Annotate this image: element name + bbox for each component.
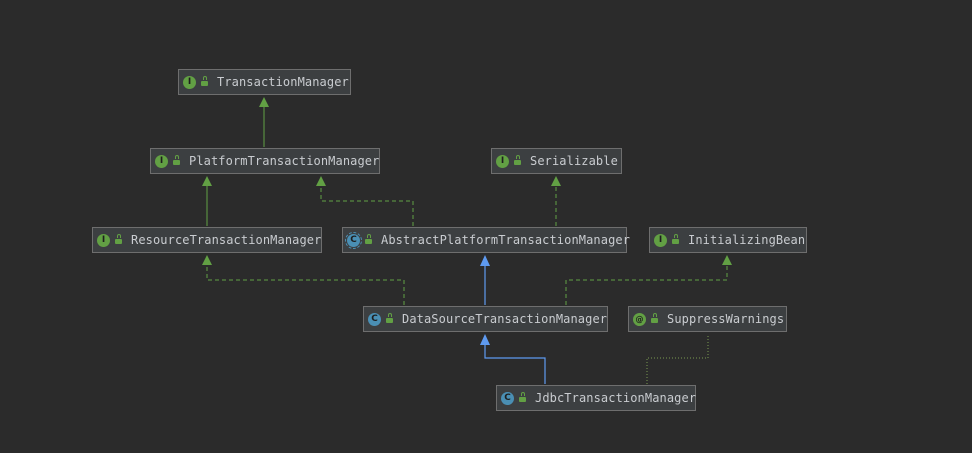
- arrowhead-serializable: [551, 176, 561, 186]
- lock-icon: [114, 234, 123, 244]
- arrowhead-datasource: [480, 334, 490, 345]
- interface-icon: I: [183, 75, 196, 89]
- lock-icon: [364, 234, 373, 244]
- arrowhead-platform-from-resource: [202, 176, 212, 186]
- node-label: SuppressWarnings: [667, 312, 785, 326]
- node-label: TransactionManager: [217, 75, 349, 89]
- arrowhead-initializing-bean: [722, 255, 732, 265]
- edge-datasource-to-resource: [206, 264, 405, 305]
- interface-icon: I: [496, 154, 509, 168]
- node-platform-transaction-manager[interactable]: I PlatformTransactionManager: [150, 148, 380, 174]
- class-icon: C: [501, 391, 514, 405]
- annotation-icon: @: [633, 312, 646, 326]
- interface-icon: I: [97, 233, 110, 247]
- node-jdbc-transaction-manager[interactable]: C JdbcTransactionManager: [496, 385, 696, 411]
- abstract-class-icon: C: [345, 231, 362, 249]
- lock-icon: [513, 155, 522, 165]
- lock-icon: [650, 313, 659, 323]
- node-label: JdbcTransactionManager: [535, 391, 697, 405]
- node-label: ResourceTransactionManager: [131, 233, 322, 247]
- edge-abstract-to-platform: [320, 185, 414, 226]
- lock-icon: [172, 155, 181, 165]
- edge-datasource-to-initializing-bean: [565, 264, 728, 305]
- lock-icon: [671, 234, 680, 244]
- class-icon: C: [368, 312, 381, 326]
- interface-icon: I: [654, 233, 667, 247]
- lock-icon: [385, 313, 394, 323]
- node-data-source-transaction-manager[interactable]: C DataSourceTransactionManager: [363, 306, 608, 332]
- lock-icon: [518, 392, 527, 402]
- arrowhead-platform-from-abstract: [316, 176, 326, 186]
- node-label: DataSourceTransactionManager: [402, 312, 608, 326]
- node-label: AbstractPlatformTransactionManager: [381, 233, 631, 247]
- arrowhead-resource: [202, 255, 212, 265]
- node-transaction-manager[interactable]: I TransactionManager: [178, 69, 351, 95]
- edge-jdbc-to-suppress-warnings: [646, 334, 709, 384]
- node-resource-transaction-manager[interactable]: I ResourceTransactionManager: [92, 227, 322, 253]
- arrowhead-transaction-manager: [259, 97, 269, 107]
- node-label: PlatformTransactionManager: [189, 154, 380, 168]
- interface-icon: I: [155, 154, 168, 168]
- node-abstract-platform-transaction-manager[interactable]: C AbstractPlatformTransactionManager: [342, 227, 631, 253]
- arrowhead-abstract: [480, 255, 490, 266]
- node-initializing-bean[interactable]: I InitializingBean: [649, 227, 807, 253]
- node-label: InitializingBean: [688, 233, 806, 247]
- node-label: Serializable: [530, 154, 618, 168]
- node-suppress-warnings[interactable]: @ SuppressWarnings: [628, 306, 787, 332]
- edge-jdbc-to-datasource: [484, 343, 546, 384]
- node-serializable[interactable]: I Serializable: [491, 148, 622, 174]
- lock-icon: [200, 76, 209, 86]
